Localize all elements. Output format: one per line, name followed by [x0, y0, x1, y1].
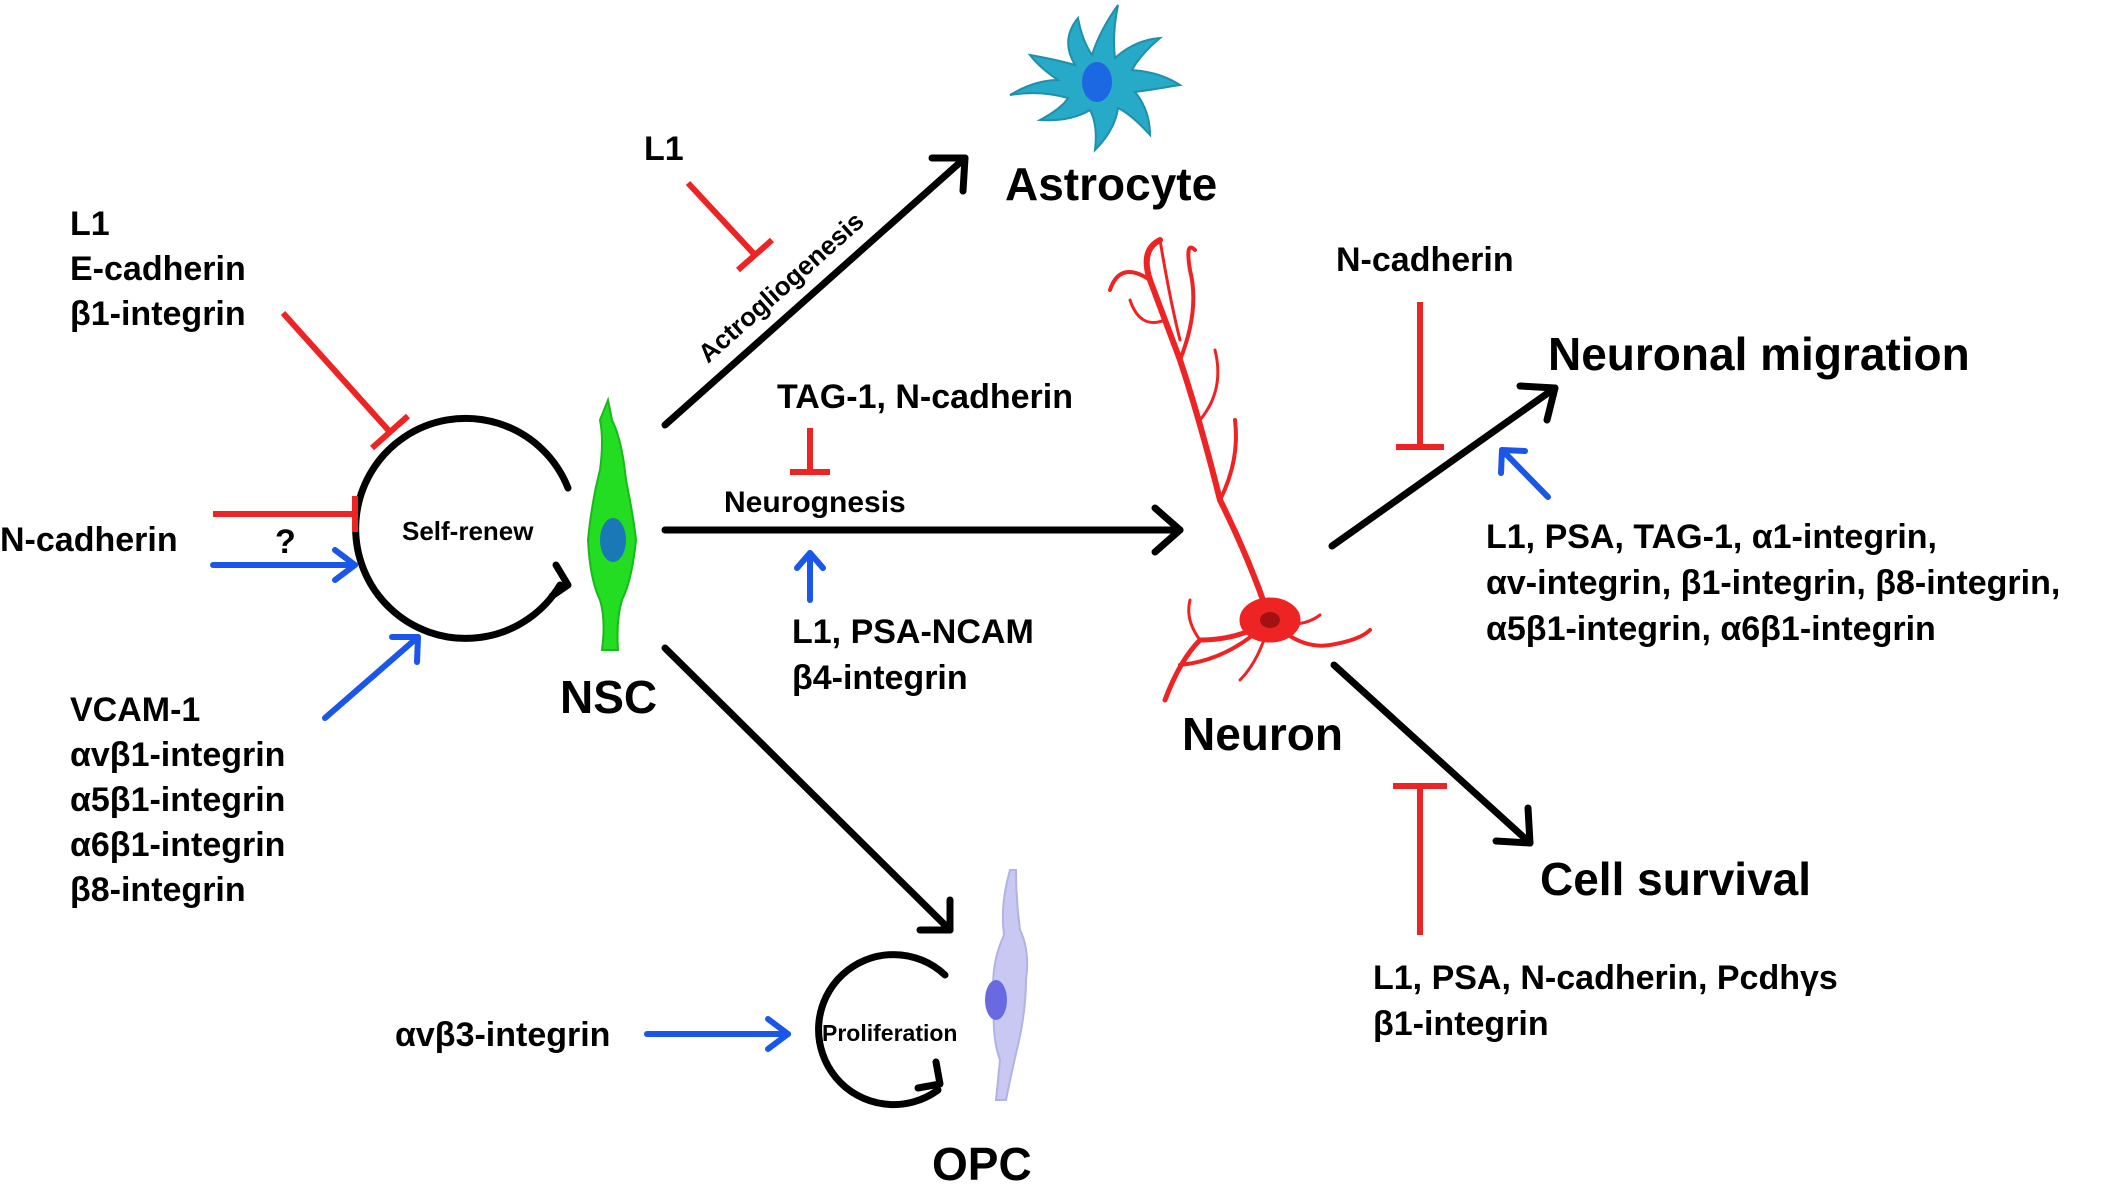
migration-promoter-2: αv-integrin, β1-integrin, β8-integrin,	[1486, 564, 2060, 602]
proliferation-label: Proliferation	[822, 1020, 957, 1046]
inhibit-neurogenesis	[790, 428, 830, 475]
inhibit-astrogliogenesis	[685, 180, 774, 273]
neurogenesis-label: Neurognesis	[724, 486, 906, 519]
self-renew-promoter-5: β8-integrin	[70, 871, 246, 909]
survival-inhibitor-1: L1, PSA, N-cadherin, Pcdhγs	[1373, 959, 1838, 997]
promote-self-renew-diagonal	[322, 634, 421, 721]
neuron-label: Neuron	[1182, 708, 1343, 760]
migration-promoter-3: α5β1-integrin, α6β1-integrin	[1486, 610, 1936, 648]
neuro-inhibitor-label: TAG-1, N-cadherin	[777, 378, 1073, 416]
opc-label: OPC	[932, 1138, 1032, 1190]
astrogliogenesis-label: Actrogliogenesis	[692, 206, 869, 369]
nsc-label: NSC	[560, 671, 657, 723]
inhibit-self-renew-diagonal	[280, 310, 410, 451]
inhibit-migration	[1396, 302, 1444, 450]
self-renew-inhibitor-3: β1-integrin	[70, 295, 246, 333]
inhibit-survival	[1393, 783, 1447, 935]
neuronal-migration-label: Neuronal migration	[1548, 328, 1970, 380]
self-renew-promoter-1: VCAM-1	[70, 691, 200, 729]
survival-inhibitor-2: β1-integrin	[1373, 1005, 1549, 1043]
arrow-nsc-to-opc	[661, 644, 954, 934]
self-renew-promoter-2: αvβ1-integrin	[70, 736, 285, 774]
neuron-cell-icon	[1108, 237, 1372, 703]
proliferation-loop-arrow	[815, 951, 949, 1109]
self-renew-label: Self-renew	[402, 516, 534, 546]
question-mark: ?	[275, 523, 296, 561]
self-renew-promoter-3: α5β1-integrin	[70, 781, 285, 819]
ncadherin-self-renew-label: N-cadherin	[0, 521, 178, 559]
nsc-cell-icon	[586, 396, 638, 651]
self-renew-inhibitor-2: E-cadherin	[70, 250, 246, 288]
migration-inhibitor-label: N-cadherin	[1336, 241, 1514, 279]
promote-opc-proliferation	[644, 1016, 791, 1052]
arrow-nsc-to-astrocyte	[661, 154, 969, 429]
astrocyte-cell-icon	[1009, 4, 1183, 153]
neuro-promoter-2: β4-integrin	[792, 659, 968, 697]
self-renew-promoter-4: α6β1-integrin	[70, 826, 285, 864]
neuro-promoter-1: L1, PSA-NCAM	[792, 613, 1034, 651]
inhibit-self-renew-ncadherin	[213, 496, 358, 532]
cell-survival-label: Cell survival	[1540, 853, 1811, 905]
astrocyte-label: Astrocyte	[1005, 158, 1217, 210]
astro-inhibitor-label: L1	[644, 130, 684, 168]
arrow-neuron-to-migration	[1328, 382, 1559, 550]
promote-neurogenesis	[794, 550, 826, 603]
migration-promoter-1: L1, PSA, TAG-1, α1-integrin,	[1486, 518, 1937, 556]
promote-self-renew-ncadherin	[210, 547, 358, 583]
arrow-neuron-to-survival	[1330, 661, 1534, 847]
opc-cell-icon	[985, 869, 1029, 1101]
self-renew-inhibitor-1: L1	[70, 205, 110, 243]
opc-promoter-label: αvβ3-integrin	[395, 1016, 610, 1054]
promote-migration	[1498, 447, 1551, 500]
arrow-nsc-to-neuron	[661, 504, 1184, 556]
